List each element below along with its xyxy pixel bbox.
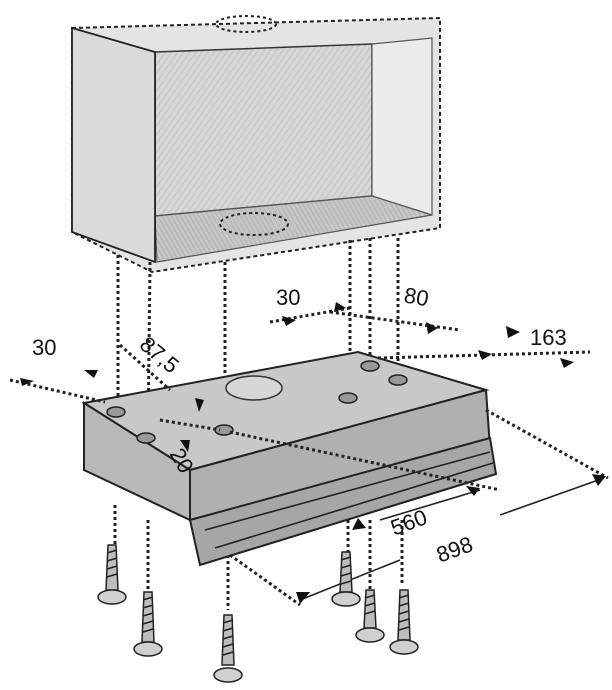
wall-cabinet: [71, 15, 441, 274]
dim-163: 163: [530, 325, 567, 350]
fixing-hole: [106, 406, 126, 418]
bottom-vent-hole: [219, 212, 289, 236]
dim-87-5: 87,5: [135, 331, 184, 378]
screw: [97, 544, 127, 605]
dim-30-top: 30: [276, 285, 300, 310]
fixing-hole: [338, 392, 358, 404]
screw: [133, 591, 163, 657]
dimension-lines: [9, 302, 609, 607]
screw: [389, 589, 419, 655]
dim-80: 80: [402, 282, 430, 311]
dim-30-left: 30: [32, 335, 56, 360]
fixing-hole: [360, 360, 380, 372]
screw: [355, 589, 385, 643]
screw: [213, 614, 243, 683]
dim-560: 560: [387, 504, 430, 540]
range-hood: [81, 350, 498, 567]
top-vent-hole: [215, 15, 277, 33]
fixing-hole: [388, 374, 408, 386]
fixing-hole: [136, 432, 156, 444]
hood-outlet: [225, 375, 283, 401]
screws: [97, 544, 419, 683]
dim-898: 898: [433, 531, 476, 567]
screw: [331, 551, 361, 607]
